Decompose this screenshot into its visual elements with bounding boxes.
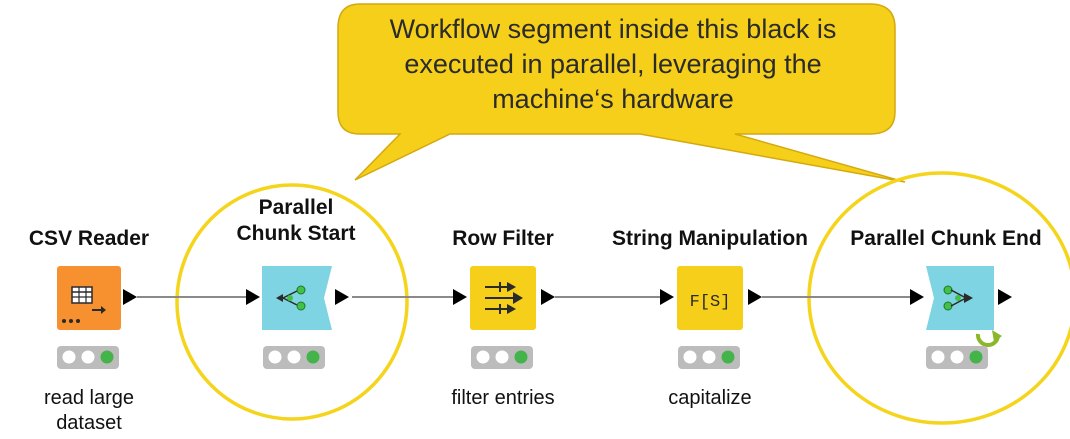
end-output-port[interactable] <box>998 289 1012 305</box>
filter-icon <box>485 282 523 314</box>
node-title-parallel-chunk-end: Parallel Chunk End <box>850 227 1042 250</box>
node-title-string-manipulation: String Manipulation <box>612 227 808 250</box>
start-input-port[interactable] <box>246 289 260 305</box>
status-indicators <box>57 346 988 369</box>
string-input-port[interactable] <box>660 289 674 305</box>
node-parallel-chunk-end[interactable] <box>926 266 1002 347</box>
node-title-parallel-chunk-start: Parallel Chunk Start <box>236 196 356 245</box>
csv-output-port[interactable] <box>123 289 137 305</box>
callout-text: Workflow segment inside this black is ex… <box>328 12 898 117</box>
table-reader-icon <box>62 286 106 323</box>
chunk-start-icon <box>276 285 306 311</box>
filter-output-port[interactable] <box>541 289 555 305</box>
callout-line-3: machine‘s hardware <box>492 84 734 114</box>
status-light-string-manipulation <box>678 346 740 369</box>
status-light-parallel-chunk-start <box>263 346 325 369</box>
node-string-manipulation[interactable]: F[S] <box>677 266 743 330</box>
node-row-filter[interactable] <box>470 266 536 330</box>
status-light-csv-reader <box>57 346 119 369</box>
node-label-string-manipulation: capitalize <box>668 387 752 409</box>
loop-refresh-icon <box>975 330 1002 347</box>
status-light-row-filter <box>471 346 533 369</box>
node-title-csv-reader: CSV Reader <box>28 227 150 250</box>
start-output-port[interactable] <box>335 289 349 305</box>
chunk-end-icon <box>943 285 973 311</box>
node-parallel-chunk-start[interactable] <box>262 266 332 330</box>
node-csv-reader[interactable] <box>57 266 121 330</box>
end-input-port[interactable] <box>910 289 924 305</box>
status-light-parallel-chunk-end <box>926 346 988 369</box>
node-label-csv-reader: read large dataset <box>43 387 135 434</box>
node-title-row-filter: Row Filter <box>452 227 554 250</box>
filter-input-port[interactable] <box>453 289 467 305</box>
string-output-port[interactable] <box>748 289 762 305</box>
fs-icon: F[S] <box>690 293 731 312</box>
callout-line-1: Workflow segment inside this black is <box>389 14 837 44</box>
node-label-row-filter: filter entries <box>451 387 555 409</box>
callout-line-2: executed in parallel, leveraging the <box>404 49 822 79</box>
ports <box>123 289 1012 305</box>
parallel-start-highlight-circle <box>175 183 409 421</box>
callout-bubble <box>337 3 906 183</box>
